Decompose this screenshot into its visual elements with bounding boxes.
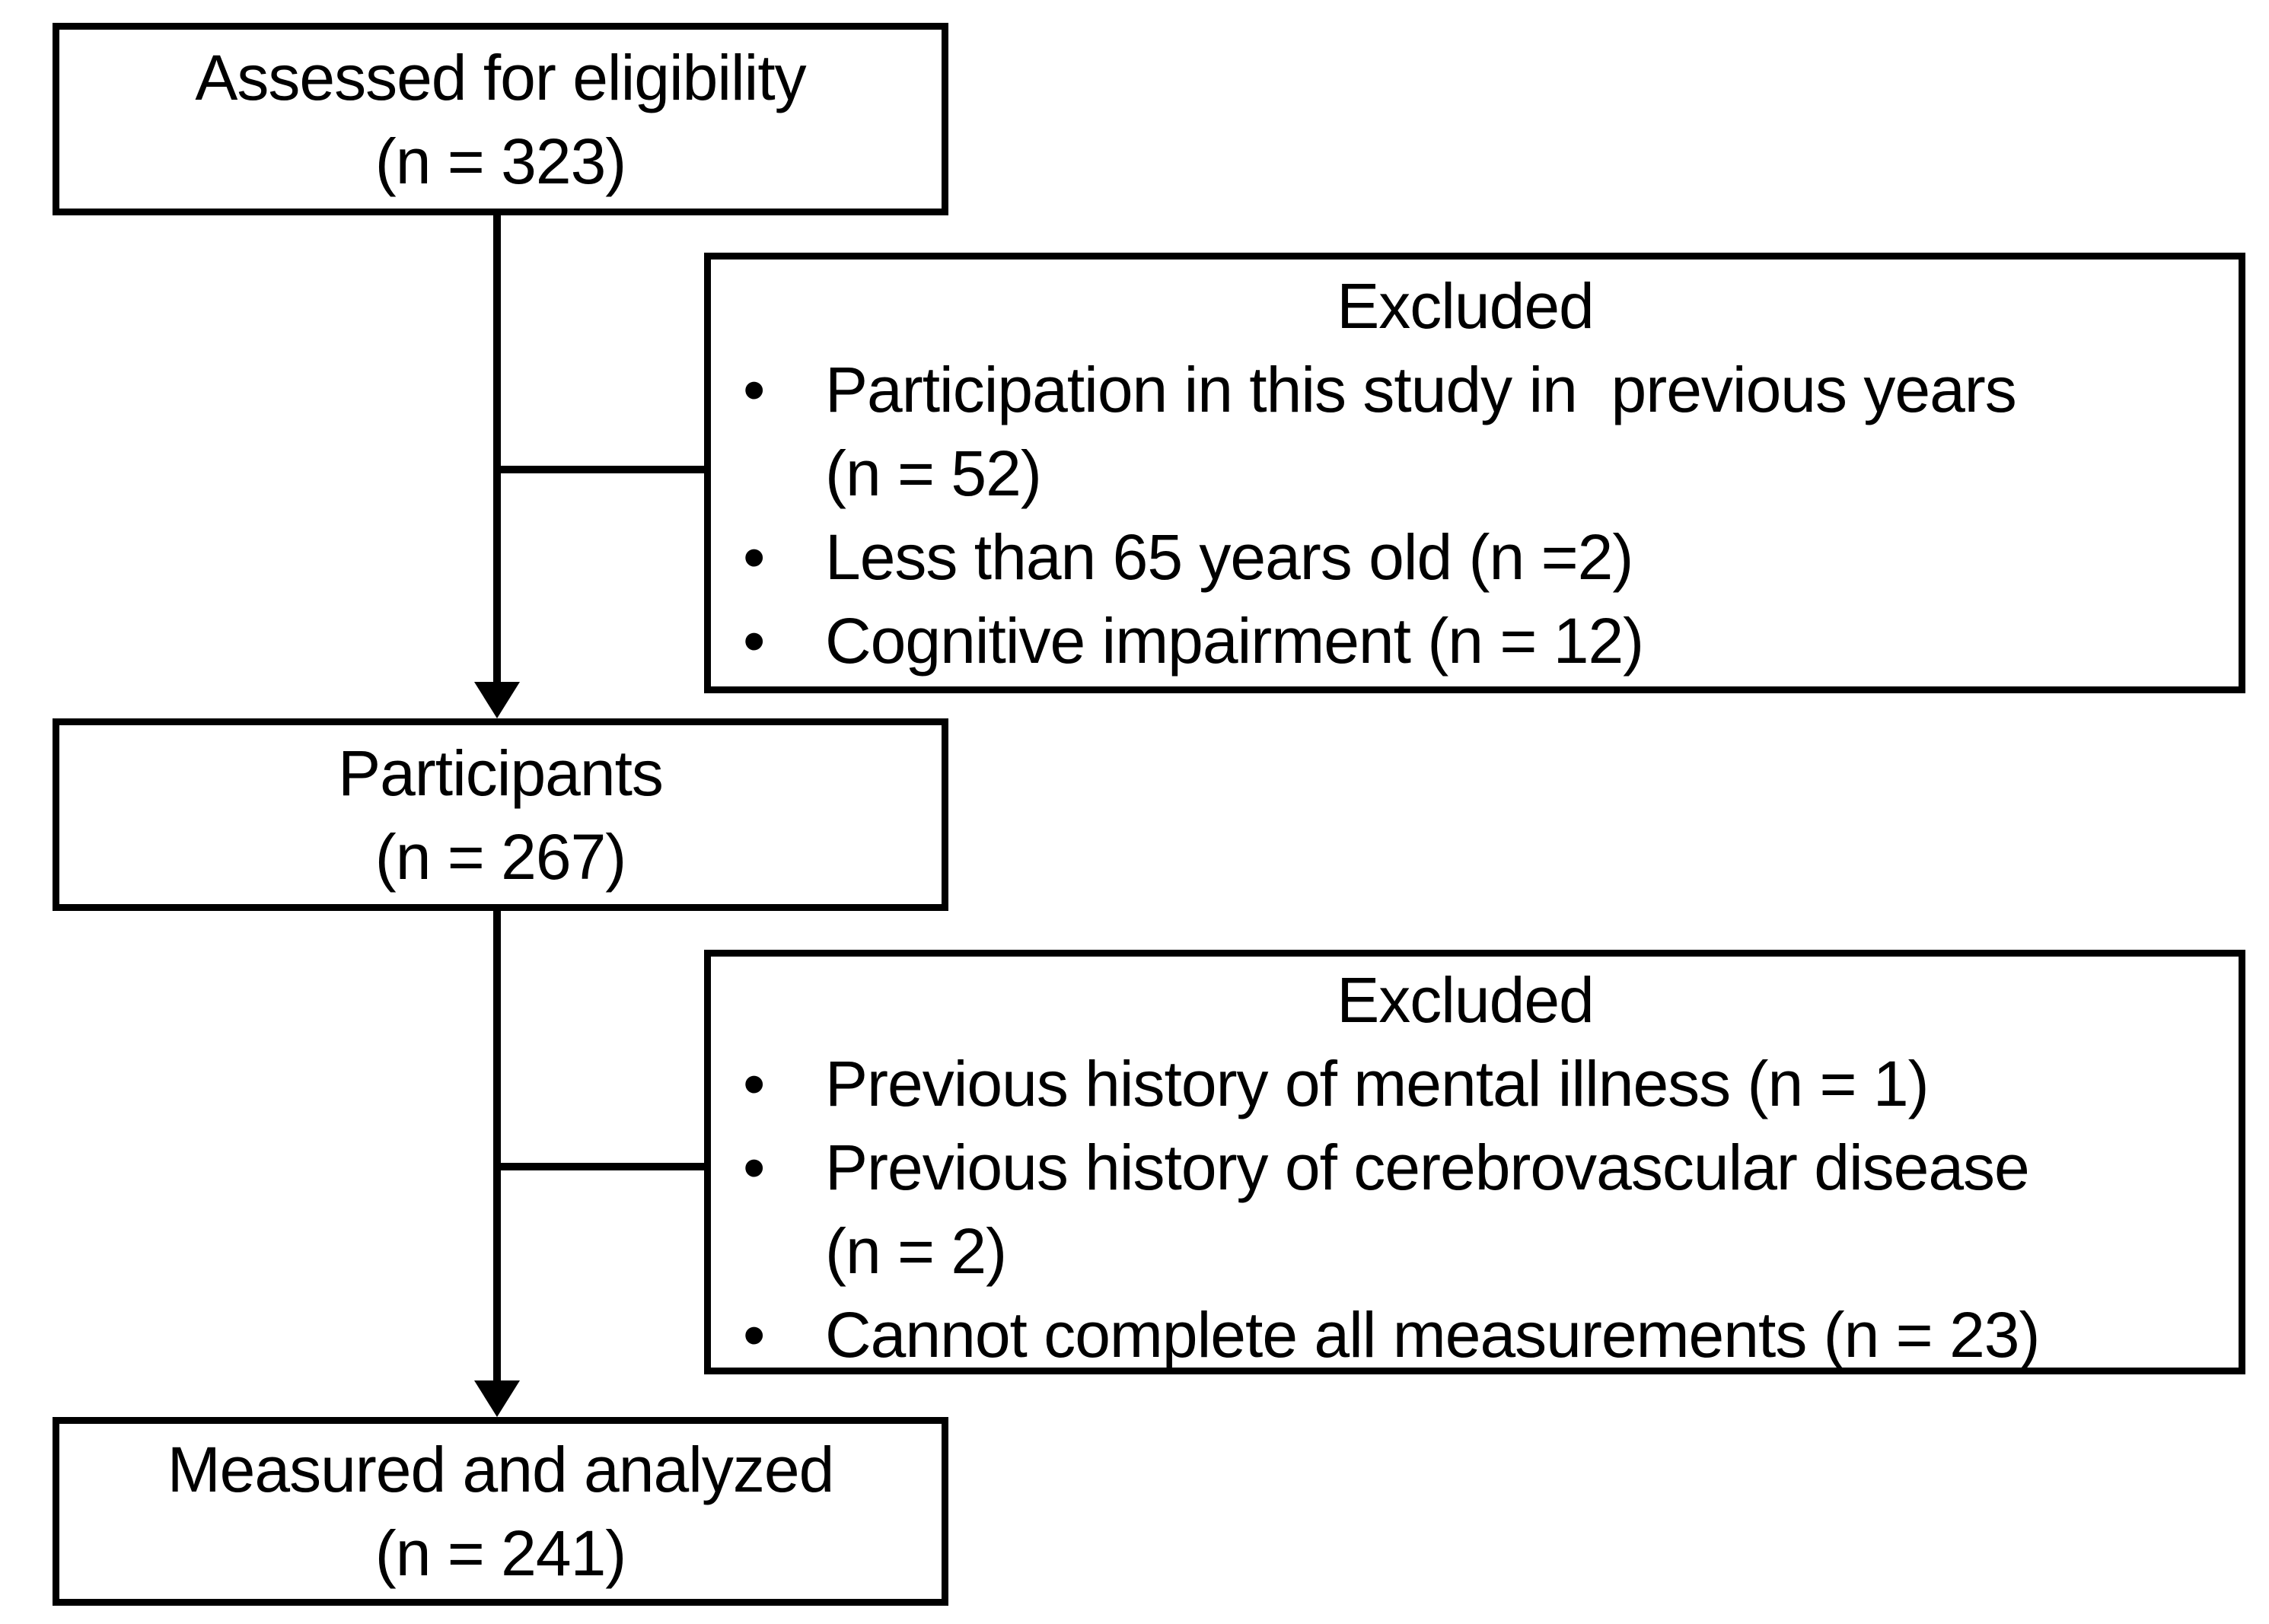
node-excluded-2: Excluded Previous history of mental illn… [704, 950, 2245, 1377]
excluded-title: Excluded [1337, 964, 1595, 1036]
arrow-down-icon [474, 1380, 520, 1417]
excluded-2-list: Previous history of mental illness (n = … [711, 1042, 2220, 1377]
node-excluded-1: Excluded Participation in this study in … [704, 253, 2245, 693]
node-title: Assessed for eligibility [195, 41, 806, 113]
list-item: Previous history of mental illness (n = … [711, 1042, 2220, 1126]
excluded-title: Excluded [1337, 270, 1595, 342]
branch-line-2 [493, 1163, 704, 1170]
list-item: Previous history of cerebrovascular dise… [711, 1126, 2220, 1293]
list-item: Cannot complete all measurements (n = 23… [711, 1293, 2220, 1377]
connector-line-2 [493, 911, 501, 1387]
arrow-down-icon [474, 682, 520, 718]
excluded-1-list: Participation in this study in previous … [711, 348, 2220, 683]
branch-line-1 [493, 466, 704, 473]
node-count: (n = 323) [374, 125, 627, 197]
node-count: (n = 267) [374, 820, 627, 893]
node-participants: Participants (n = 267) [53, 718, 948, 911]
node-count: (n = 241) [374, 1517, 627, 1589]
node-measured-and-analyzed: Measured and analyzed (n = 241) [53, 1417, 948, 1606]
node-title: Participants [338, 737, 664, 809]
list-item: Cognitive impairment (n = 12) [711, 599, 2220, 683]
list-item: Participation in this study in previous … [711, 348, 2220, 515]
list-item: Less than 65 years old (n =2) [711, 515, 2220, 599]
node-title: Measured and analyzed [167, 1434, 835, 1505]
connector-line-1 [493, 215, 501, 687]
node-assessed-for-eligibility: Assessed for eligibility (n = 323) [53, 23, 948, 215]
